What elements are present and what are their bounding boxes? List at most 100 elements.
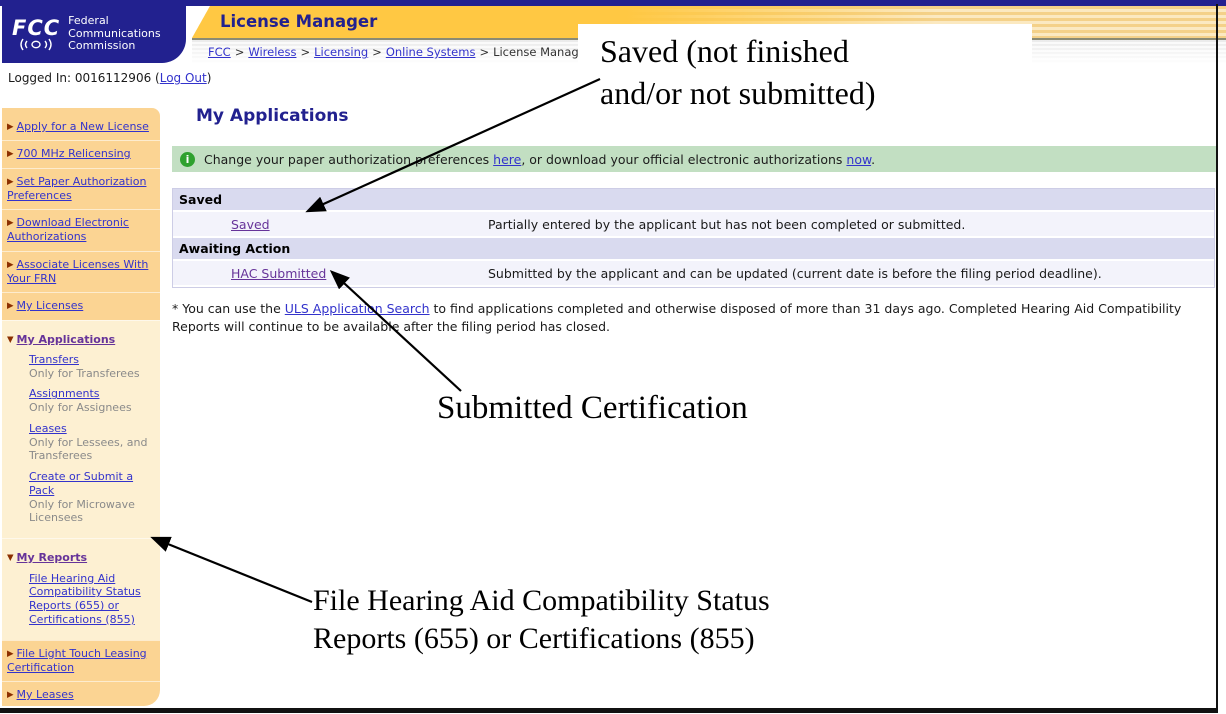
sidebar-link-light-touch-leasing[interactable]: File Light Touch Leasing Certification — [7, 646, 147, 674]
table-cell-link: Saved — [173, 217, 488, 232]
applications-table: Saved Saved Partially entered by the app… — [172, 188, 1215, 288]
table-cell-description: Submitted by the applicant and can be up… — [488, 265, 1102, 281]
triangle-right-icon: ▶ — [7, 648, 14, 659]
breadcrumb-separator: > — [234, 45, 245, 59]
triangle-right-icon: ▶ — [7, 149, 14, 160]
sidebar: ▶Apply for a New License ▶700 MHz Relice… — [2, 108, 160, 706]
sidebar-link-my-applications[interactable]: My Applications — [16, 332, 116, 346]
banner-text: Change your paper authorization preferen… — [204, 152, 875, 167]
breadcrumb-link-fcc[interactable]: FCC — [208, 45, 231, 59]
footnote: * You can use the ULS Application Search… — [172, 300, 1210, 336]
page-title: My Applications — [196, 106, 349, 126]
annotation-saved-note: Saved (not finished and/or not submitted… — [578, 24, 1032, 120]
footnote-text-segment: * You can use the — [172, 301, 285, 316]
annotation-line: Saved (not finished — [600, 33, 849, 69]
sidebar-link-file-hac-reports[interactable]: File Hearing Aid Compatibility Status Re… — [29, 571, 141, 626]
fcc-logo-mark: FCC — [12, 15, 61, 51]
login-status: Logged In: 0016112906 (Log Out) — [8, 71, 211, 85]
triangle-down-icon: ▼ — [7, 334, 14, 345]
org-line: Commission — [68, 39, 136, 53]
hac-submitted-link[interactable]: HAC Submitted — [231, 265, 327, 281]
sidebar-link-700mhz[interactable]: 700 MHz Relicensing — [16, 147, 131, 161]
annotation-line: Reports (655) or Certifications (855) — [313, 622, 755, 656]
table-cell-description: Partially entered by the applicant but h… — [488, 216, 966, 232]
annotation-line: and/or not submitted) — [600, 75, 876, 112]
frame-bottom-edge — [0, 708, 1218, 713]
sidebar-item-700mhz[interactable]: ▶700 MHz Relicensing — [2, 140, 160, 167]
fcc-acronym: FCC — [12, 15, 61, 40]
triangle-down-icon: ▼ — [7, 553, 14, 564]
sidebar-link-my-licenses[interactable]: My Licenses — [16, 299, 84, 313]
sidebar-item-set-paper-auth[interactable]: ▶Set Paper Authorization Preferences — [2, 167, 160, 210]
fcc-signal-icon — [20, 38, 52, 50]
banner-now-link[interactable]: now — [846, 151, 872, 167]
sidebar-note: Only for Lessees, and Transferees — [29, 435, 148, 463]
triangle-right-icon: ▶ — [7, 176, 14, 187]
fcc-org-name: Federal Communications Commission — [68, 15, 160, 53]
breadcrumb: FCC>Wireless>Licensing>Online Systems>Li… — [208, 40, 591, 64]
sidebar-item-apply-new-license[interactable]: ▶Apply for a New License — [2, 114, 160, 140]
sidebar-note: Only for Transferees — [29, 366, 140, 380]
sidebar-note: Only for Assignees — [29, 401, 132, 415]
sidebar-item-light-touch-leasing[interactable]: ▶File Light Touch Leasing Certification — [2, 639, 160, 682]
sidebar-link-download-electronic-auth[interactable]: Download Electronic Authorizations — [7, 216, 129, 244]
banner-text-segment: . — [871, 151, 876, 167]
info-icon: i — [180, 151, 195, 167]
sidebar-item-associate-licenses[interactable]: ▶Associate Licenses With Your FRN — [2, 250, 160, 293]
table-row-saved: Saved Partially entered by the applicant… — [173, 212, 1214, 236]
sidebar-link-my-leases[interactable]: My Leases — [16, 688, 74, 702]
sidebar-link-assignments[interactable]: Assignments — [29, 387, 100, 401]
breadcrumb-separator: > — [300, 45, 311, 59]
triangle-right-icon: ▶ — [7, 301, 14, 312]
sidebar-link-leases[interactable]: Leases — [29, 421, 67, 435]
breadcrumb-link-licensing[interactable]: Licensing — [314, 45, 369, 59]
sidebar-item-my-licenses[interactable]: ▶My Licenses — [2, 292, 160, 319]
org-line: Federal — [68, 14, 109, 28]
banner-text-segment: Change your paper authorization preferen… — [204, 151, 494, 167]
saved-link[interactable]: Saved — [231, 216, 270, 232]
table-section-header-awaiting-action: Awaiting Action — [173, 238, 1214, 259]
sidebar-link-apply-new-license[interactable]: Apply for a New License — [16, 120, 149, 133]
annotation-line: File Hearing Aid Compatibility Status — [313, 584, 770, 617]
log-out-link[interactable]: Log Out — [159, 71, 207, 85]
breadcrumb-current: License Manager — [493, 45, 591, 59]
table-row-hac-submitted: HAC Submitted Submitted by the applicant… — [173, 261, 1214, 285]
sidebar-item-my-leases[interactable]: ▶My Leases — [2, 681, 160, 706]
sidebar-note: Only for Microwave Licensees — [29, 497, 135, 525]
org-line: Communications — [68, 26, 161, 40]
app-title: License Manager — [220, 12, 378, 31]
sidebar-group-my-reports: ▼My Reports File Hearing Aid Compatibili… — [2, 538, 160, 640]
sidebar-link-create-pack[interactable]: Create or Submit a Pack — [29, 470, 134, 497]
sidebar-link-transfers[interactable]: Transfers — [29, 352, 79, 366]
table-section-header-saved: Saved — [173, 189, 1214, 210]
sidebar-link-my-reports[interactable]: My Reports — [16, 551, 88, 565]
breadcrumb-link-online-systems[interactable]: Online Systems — [385, 45, 476, 59]
annotation-file-hac-note: File Hearing Aid Compatibility Status Re… — [313, 582, 770, 659]
sidebar-link-associate-licenses[interactable]: Associate Licenses With Your FRN — [7, 257, 149, 286]
triangle-right-icon: ▶ — [7, 259, 14, 270]
breadcrumb-link-wireless[interactable]: Wireless — [248, 45, 297, 59]
info-banner: i Change your paper authorization prefer… — [172, 146, 1216, 172]
breadcrumb-separator: > — [479, 45, 490, 59]
sidebar-item-download-electronic-auth[interactable]: ▶Download Electronic Authorizations — [2, 209, 160, 251]
sidebar-link-set-paper-auth[interactable]: Set Paper Authorization Preferences — [7, 174, 147, 202]
table-cell-link: HAC Submitted — [173, 266, 488, 281]
arrow-to-sidebar-hac-link — [150, 536, 313, 604]
breadcrumb-separator: > — [372, 45, 382, 59]
sidebar-subitem-file-hac-reports: File Hearing Aid Compatibility Status Re… — [29, 572, 158, 627]
top-navy-bar — [0, 0, 1226, 6]
login-text: Logged In: 0016112906 ( — [8, 71, 160, 85]
uls-application-search-link[interactable]: ULS Application Search — [284, 301, 430, 316]
sidebar-item-my-reports[interactable]: ▼My Reports — [2, 545, 160, 571]
banner-here-link[interactable]: here — [493, 151, 522, 167]
banner-text-segment: , or download your official electronic a… — [521, 151, 847, 167]
sidebar-item-my-applications[interactable]: ▼My Applications — [2, 327, 160, 353]
triangle-right-icon: ▶ — [7, 122, 14, 132]
fcc-logo: FCC Federal Communications Commission — [2, 5, 186, 63]
